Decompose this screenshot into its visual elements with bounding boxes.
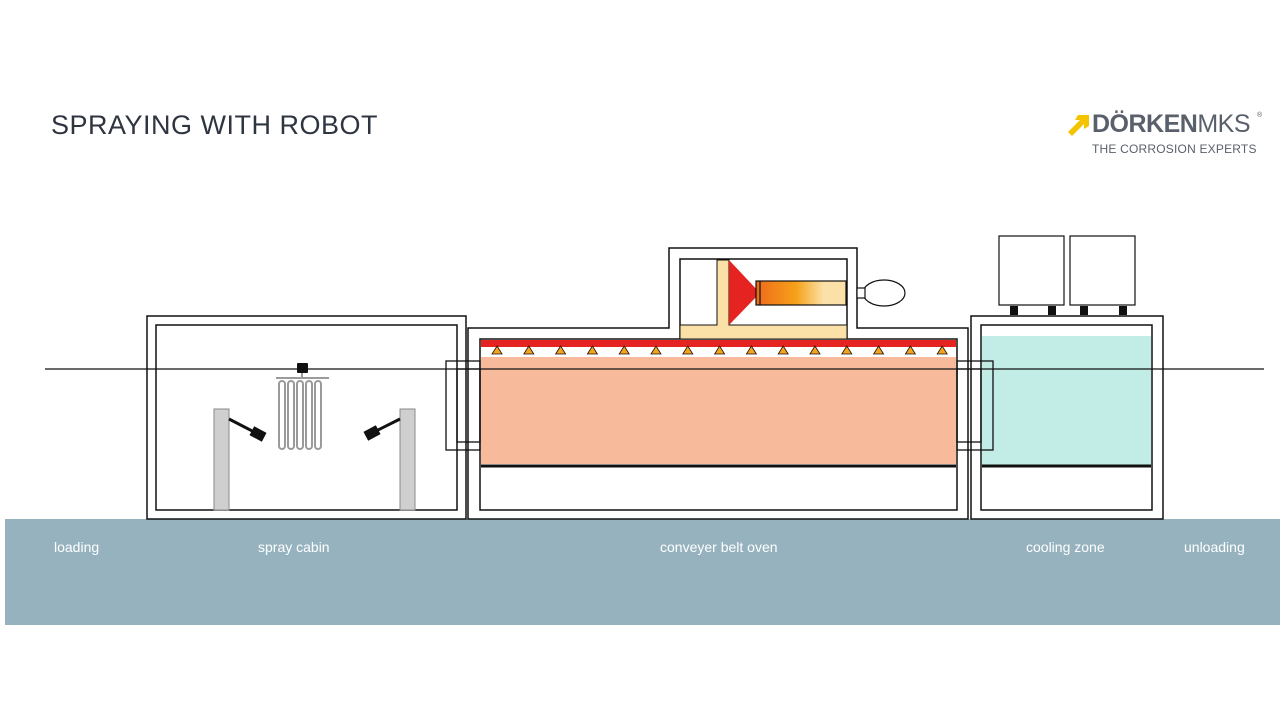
floor-band <box>5 519 1280 625</box>
right-robot-post <box>399 408 416 511</box>
burner-flame-icon <box>729 260 760 325</box>
heating-nozzle-icon <box>554 345 567 355</box>
cooling-zone-unit <box>970 235 1164 520</box>
parts-rack <box>276 363 329 450</box>
heating-nozzle-icon <box>745 345 758 355</box>
page-title: SPRAYING WITH ROBOT <box>51 110 379 140</box>
spray-cabin <box>146 315 467 520</box>
heating-nozzle-icon <box>650 345 662 355</box>
gas-bottle-icon <box>856 279 906 307</box>
left-robot-post <box>213 408 230 511</box>
heating-nozzle-icon <box>523 345 535 355</box>
cooler-unit-right <box>1069 235 1136 306</box>
cooling-water <box>982 336 1151 465</box>
heating-nozzle-icon <box>777 345 789 355</box>
cooler-unit-left <box>998 235 1065 306</box>
heating-nozzle-icon <box>809 345 821 355</box>
logo-registered-mark: ® <box>1257 112 1263 119</box>
oven-heating-strip <box>481 340 956 347</box>
heating-nozzle-icon <box>713 345 726 355</box>
left-spray-robot-icon <box>228 417 267 442</box>
logo-brand-bold: DÖRKEN <box>1092 110 1198 138</box>
heating-nozzle-icon <box>841 345 853 355</box>
zone-label-cooling: cooling zone <box>1026 539 1105 555</box>
heating-nozzle-icon <box>586 345 599 355</box>
heating-nozzle-icon <box>904 345 917 355</box>
logo-tagline: THE CORROSION EXPERTS <box>1092 142 1257 156</box>
oven-heat-zone <box>481 357 956 464</box>
burner-tube <box>755 280 847 306</box>
logo-arrow-icon <box>1068 115 1089 136</box>
heating-nozzle-icon <box>618 345 630 355</box>
zone-label-loading: loading <box>54 539 100 555</box>
zone-label-spray-cabin: spray cabin <box>258 539 330 555</box>
heating-nozzle-icon <box>682 345 694 355</box>
heating-nozzles <box>491 345 948 355</box>
right-spray-robot-icon <box>363 417 401 441</box>
transfer-tunnels <box>445 360 994 451</box>
dorken-mks-logo: DÖRKENMKS ® THE CORROSION EXPERTS <box>1066 110 1266 160</box>
conveyor-belt-oven <box>467 247 969 520</box>
heating-nozzle-icon <box>491 345 503 355</box>
heating-nozzle-icon <box>872 345 885 355</box>
heating-nozzle-icon <box>936 345 948 355</box>
zone-label-oven: conveyer belt oven <box>660 539 778 555</box>
logo-brand: DÖRKENMKS <box>1092 110 1251 139</box>
logo-brand-light: MKS <box>1197 110 1251 138</box>
zone-label-unloading: unloading <box>1184 539 1245 555</box>
